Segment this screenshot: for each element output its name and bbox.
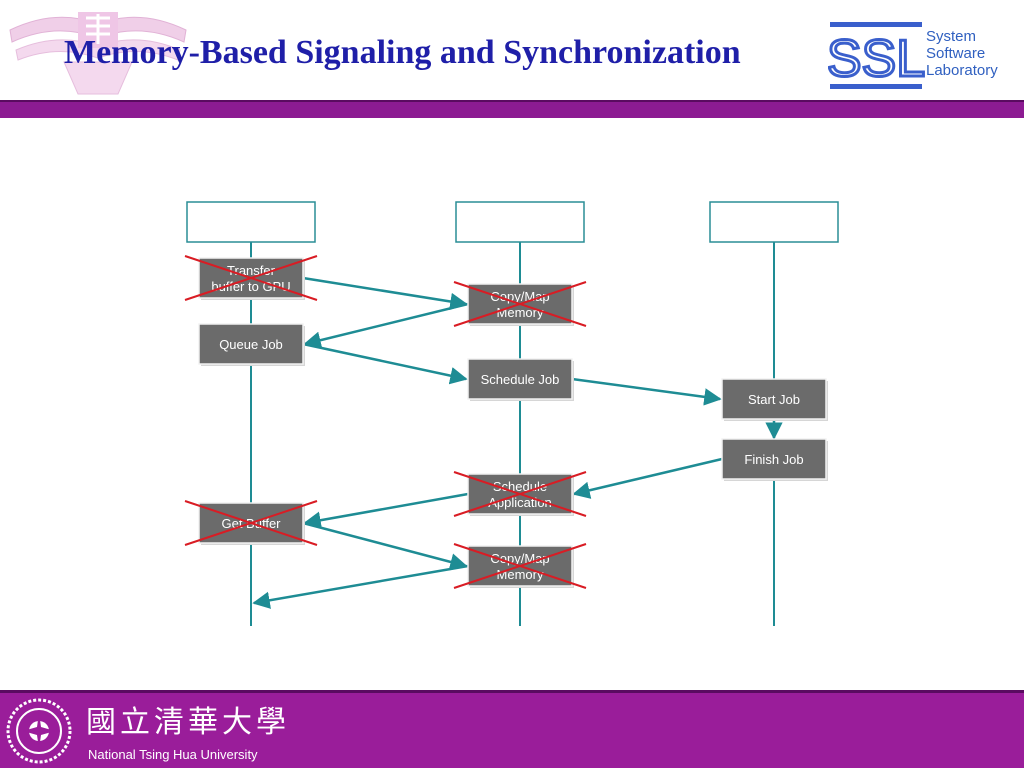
node-label: Finish Job xyxy=(744,452,803,467)
node-schedule: Schedule Job xyxy=(467,358,574,401)
node-queue: Queue Job xyxy=(198,323,305,366)
node-label-line: Memory xyxy=(497,305,544,320)
node-label-line: Transfer xyxy=(227,263,276,278)
university-name: National Tsing Hua University xyxy=(88,747,258,762)
node-label-line: Copy/Map xyxy=(490,289,549,304)
node-box xyxy=(721,378,827,420)
node-label-line: Application xyxy=(488,495,552,510)
lane-header xyxy=(709,201,839,243)
arrow-getbuf-to-copy2 xyxy=(302,521,468,571)
university-emblem-watermark xyxy=(9,12,187,95)
node-label-line: Queue Job xyxy=(219,337,283,352)
university-seal-icon xyxy=(6,698,72,764)
university-name-chinese: 國立清華大學 xyxy=(86,705,290,740)
arrow-schedapp-to-getbuf xyxy=(303,492,469,529)
slide-title: Memory-Based Signaling and Synchronizati… xyxy=(64,34,741,71)
node-box xyxy=(721,438,827,480)
footer-bar: 國立清華大學 National Tsing Hua University xyxy=(0,690,1024,768)
node-finish: Finish Job xyxy=(721,438,828,481)
arrow-transfer-to-copy1 xyxy=(302,276,468,311)
cross-out-mark xyxy=(184,500,318,546)
ssl-logo-caption: System Software Laboratory xyxy=(926,28,998,79)
header-divider-bar xyxy=(0,100,1024,118)
cross-out-mark xyxy=(184,255,318,301)
node-start: Start Job xyxy=(721,378,828,421)
node-label-line: Schedule Job xyxy=(481,372,560,387)
logo-caption-line: Laboratory xyxy=(926,62,998,79)
cross-out-mark xyxy=(453,281,587,327)
node-label-line: Start Job xyxy=(748,392,800,407)
node-label-line: Copy/Map xyxy=(490,551,549,566)
node-label-line: Memory xyxy=(497,567,544,582)
node-label-line: buffer to GPU xyxy=(211,279,290,294)
arrow-finish-to-schedapp xyxy=(572,457,723,499)
logo-caption-line: Software xyxy=(926,45,986,62)
cross-out-mark xyxy=(453,543,587,589)
node-label: Start Job xyxy=(748,392,800,407)
node-box xyxy=(198,323,304,365)
lane-header xyxy=(186,201,316,243)
arrow-schedule-to-start xyxy=(571,377,722,406)
node-label: Schedule Job xyxy=(481,372,560,387)
node-box xyxy=(467,358,573,400)
ssl-logo-letters: SSL xyxy=(828,30,925,88)
node-label-line: Finish Job xyxy=(744,452,803,467)
node-label-line: Schedule xyxy=(493,479,547,494)
logo-caption-line: System xyxy=(926,28,977,45)
ssl-logo: SSL xyxy=(828,22,927,90)
arrow-queue-to-schedule xyxy=(302,342,468,385)
arrow-copy2-to-end xyxy=(252,564,469,609)
lane-header xyxy=(455,201,585,243)
arrow-copy1-to-queue xyxy=(303,302,469,349)
node-getbuf: Get Buffer xyxy=(184,500,318,546)
node-label: Queue Job xyxy=(219,337,283,352)
cross-out-mark xyxy=(453,471,587,517)
